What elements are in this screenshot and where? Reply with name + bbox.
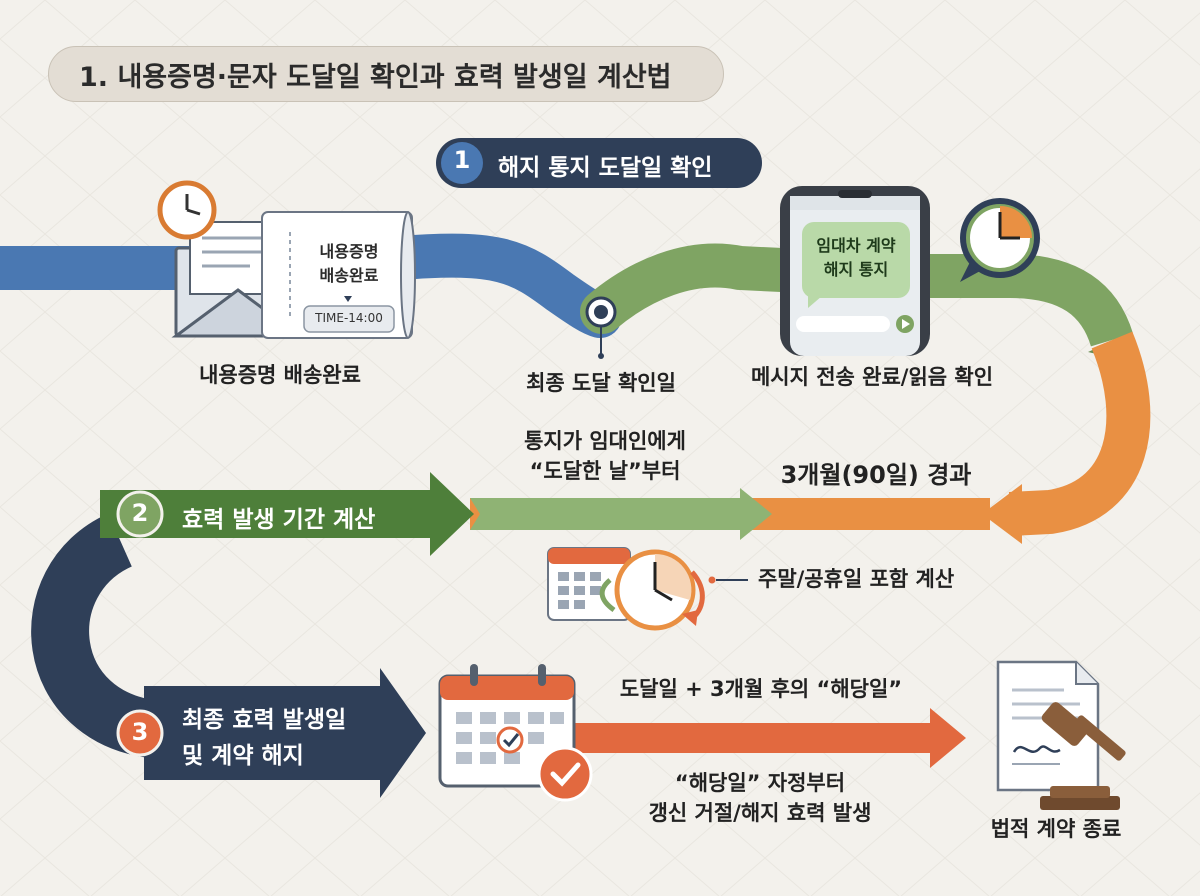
green-band-arrow: [470, 488, 772, 540]
calendar-note: 주말/공휴일 포함 계산: [758, 567, 955, 591]
from-arrival-line1: 통지가 임대인에게: [524, 429, 686, 453]
step1-badge: [441, 142, 483, 184]
from-arrival-line2: “도달한 날”부터: [529, 459, 681, 483]
alarm-clock-icon: [157, 180, 217, 240]
orange-arrowhead: [982, 484, 1022, 544]
time-tag-text: TIME-14:00: [315, 311, 383, 325]
final-delivery-caption: 최종 도달 확인일: [526, 371, 676, 395]
step2-number: 2: [131, 499, 149, 527]
step1-pill: [436, 138, 762, 188]
coral-arrow: [570, 708, 966, 768]
step3-badge: [116, 709, 164, 757]
delivery-card: [261, 211, 416, 339]
due-date-label: 도달일 + 3개월 후의 “해당일”: [619, 677, 903, 701]
elapsed-label: 3개월(90일) 경과: [780, 461, 972, 489]
effect-label-line2: 갱신 거절/해지 효력 발생: [648, 801, 872, 825]
calendar-check-icon: [438, 664, 593, 802]
step1-label: 해지 통지 도달일 확인: [498, 155, 713, 181]
card-text-line2: 배송완료: [319, 266, 379, 285]
chat-clock-icon: [960, 198, 1040, 282]
message-bubble: [802, 222, 910, 298]
step1-number: 1: [453, 146, 471, 174]
step3-arrow: [144, 668, 426, 798]
step2-badge: [116, 490, 164, 538]
step3-number: 3: [131, 718, 149, 746]
certified-mail-caption: 내용증명 배송완료: [199, 363, 361, 387]
green-ribbon-right: [920, 254, 1134, 348]
phone-icon: [780, 186, 930, 356]
bubble-text-line2: 해지 통지: [823, 260, 889, 279]
step3-label-line2: 및 계약 해지: [182, 743, 304, 769]
navy-curve: [31, 513, 164, 759]
step2-label: 효력 발생 기간 계산: [182, 507, 376, 533]
phone-caption: 메시지 전송 완료/읽음 확인: [750, 365, 994, 389]
step3-label-line1: 최종 효력 발생일: [182, 707, 347, 733]
contract-gavel-icon: [996, 660, 1126, 810]
orange-curve: [1008, 331, 1151, 536]
step2-arrow: [100, 472, 474, 556]
contract-end-caption: 법적 계약 종료: [990, 817, 1122, 841]
page-title: 1. 내용증명·문자 도달일 확인과 효력 발생일 계산법: [48, 46, 724, 102]
card-text-line1: 내용증명: [319, 242, 379, 261]
bubble-text-line1: 임대차 계약: [816, 236, 896, 255]
delivery-marker-dot: [598, 353, 604, 359]
green-ribbon-left: [580, 243, 804, 334]
calendar-clock-icon: [547, 547, 705, 631]
effect-label-line1: “해당일” 자정부터: [674, 771, 846, 795]
down-arrow-icon: [344, 296, 352, 302]
time-tag: [303, 305, 395, 333]
